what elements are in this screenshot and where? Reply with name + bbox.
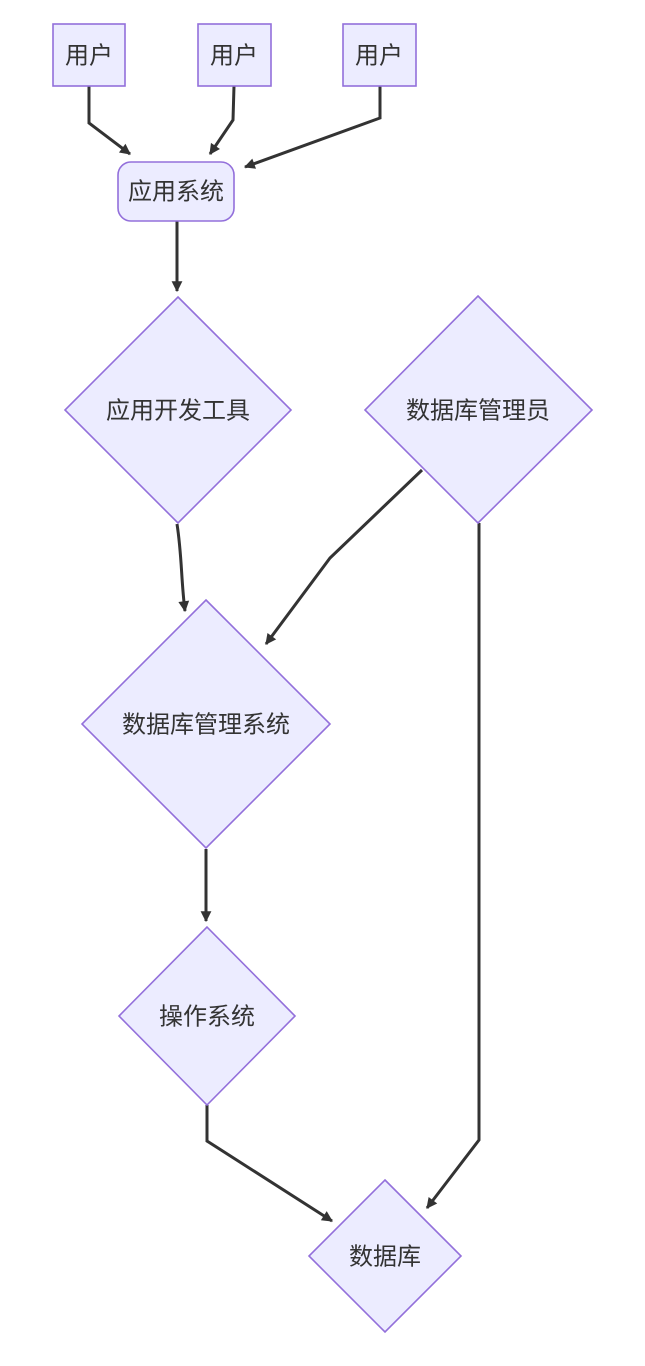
node-user-3-box — [342, 23, 417, 87]
edge-dba-to-dbms — [264, 468, 424, 645]
edge-user3-to-app-system — [243, 86, 382, 169]
edge-os-to-database — [205, 1105, 333, 1223]
node-os-label: 操作系统 — [159, 1003, 255, 1030]
node-app-system: 应用系统 — [117, 161, 235, 222]
node-database: 数据库 — [307, 1178, 463, 1334]
edge-user1-to-app-system — [87, 86, 131, 156]
node-dba-diamond — [363, 294, 594, 525]
node-dba-label: 数据库管理员 — [406, 397, 550, 424]
edge-dba-to-database — [425, 523, 481, 1209]
node-database-diamond — [307, 1178, 463, 1334]
node-dev-tool-diamond — [63, 295, 293, 525]
node-dbms-diamond — [80, 598, 332, 850]
edge-user2-to-app-system — [208, 85, 236, 155]
node-app-system-label: 应用系统 — [128, 178, 224, 205]
edge-layer — [87, 85, 481, 1223]
node-dbms-label: 数据库管理系统 — [122, 711, 290, 738]
node-user-1: 用户 — [52, 23, 126, 87]
node-dev-tool-label: 应用开发工具 — [106, 397, 250, 424]
node-layer: 用户 用户 用户 应用系统 应用开发工具 数据库管理员 — [52, 23, 594, 1334]
node-user-3: 用户 — [342, 23, 417, 87]
node-user-3-label: 用户 — [355, 42, 403, 69]
node-os: 操作系统 — [117, 925, 297, 1107]
node-dba: 数据库管理员 — [363, 294, 594, 525]
node-app-system-box — [117, 161, 235, 222]
node-dev-tool: 应用开发工具 — [63, 295, 293, 525]
node-user-2: 用户 — [197, 23, 272, 87]
edge-dev-tool-to-dbms — [175, 523, 190, 613]
node-os-diamond — [117, 925, 297, 1107]
node-dbms: 数据库管理系统 — [80, 598, 332, 850]
node-user-1-box — [52, 23, 126, 87]
node-user-2-box — [197, 23, 272, 87]
node-user-2-label: 用户 — [210, 42, 258, 69]
node-user-1-label: 用户 — [65, 42, 113, 69]
node-database-label: 数据库 — [349, 1243, 421, 1270]
